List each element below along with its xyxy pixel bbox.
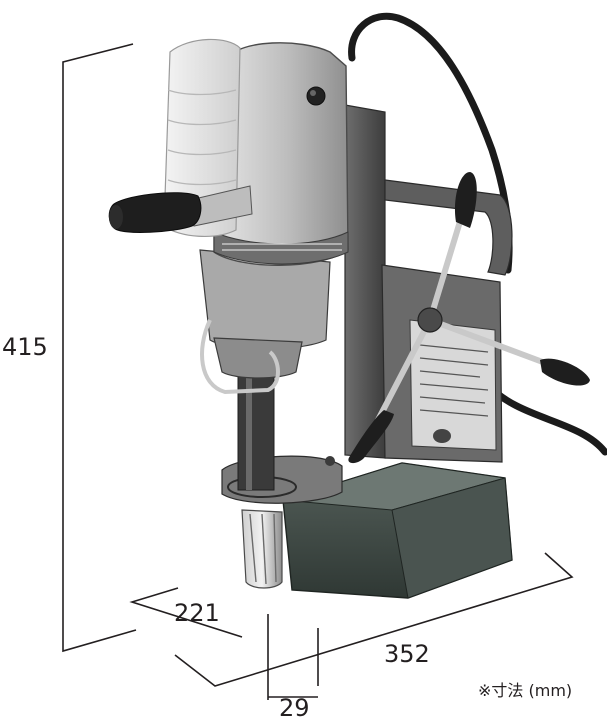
power-switch-highlight — [310, 90, 316, 96]
rear-frame — [344, 104, 386, 459]
label-plate-text-lines — [419, 344, 489, 417]
motor-cap-ribs — [167, 89, 237, 186]
feed-lever-top-shaft — [427, 212, 465, 323]
control-box-label-plate — [409, 319, 497, 451]
brand-logo-mark — [433, 429, 451, 443]
feed-lever-front-knob — [348, 410, 394, 464]
motor-vent-slots — [222, 243, 342, 251]
spindle-highlight — [246, 370, 252, 490]
chuck-collar — [213, 337, 303, 379]
base-front-face — [391, 477, 513, 599]
height-dimension-label: 415 — [2, 333, 48, 361]
coolant-tube — [200, 319, 280, 395]
side-handle-end — [109, 205, 123, 229]
height-dimension-line — [62, 43, 137, 653]
magnetic-drill-illustration — [108, 12, 607, 599]
upper-bracket — [384, 179, 513, 276]
width-dimension-line — [174, 552, 574, 687]
depth-dimension-line — [129, 587, 243, 638]
feed-lever-front-shaft — [375, 317, 433, 423]
width-dimension-label: 352 — [384, 640, 430, 668]
cutter-flutes — [249, 513, 277, 585]
motor-vent-band — [213, 231, 349, 265]
clamp-bolt — [325, 456, 335, 466]
unit-note: ※寸法 (mm) — [478, 681, 573, 700]
feed-lever-right-knob — [540, 358, 590, 386]
power-cord-lower — [484, 381, 607, 456]
feed-lever-hub — [417, 307, 443, 333]
feed-lever-right-shaft — [427, 317, 551, 367]
depth-dimension-label: 221 — [174, 599, 220, 627]
feed-lever-top-knob — [454, 172, 477, 228]
dimension-lines — [62, 43, 574, 700]
power-switch — [306, 86, 326, 106]
side-handle-grip — [108, 192, 202, 233]
offset-dimension-label: 29 — [279, 694, 310, 722]
motor-rear-cap — [163, 38, 241, 237]
